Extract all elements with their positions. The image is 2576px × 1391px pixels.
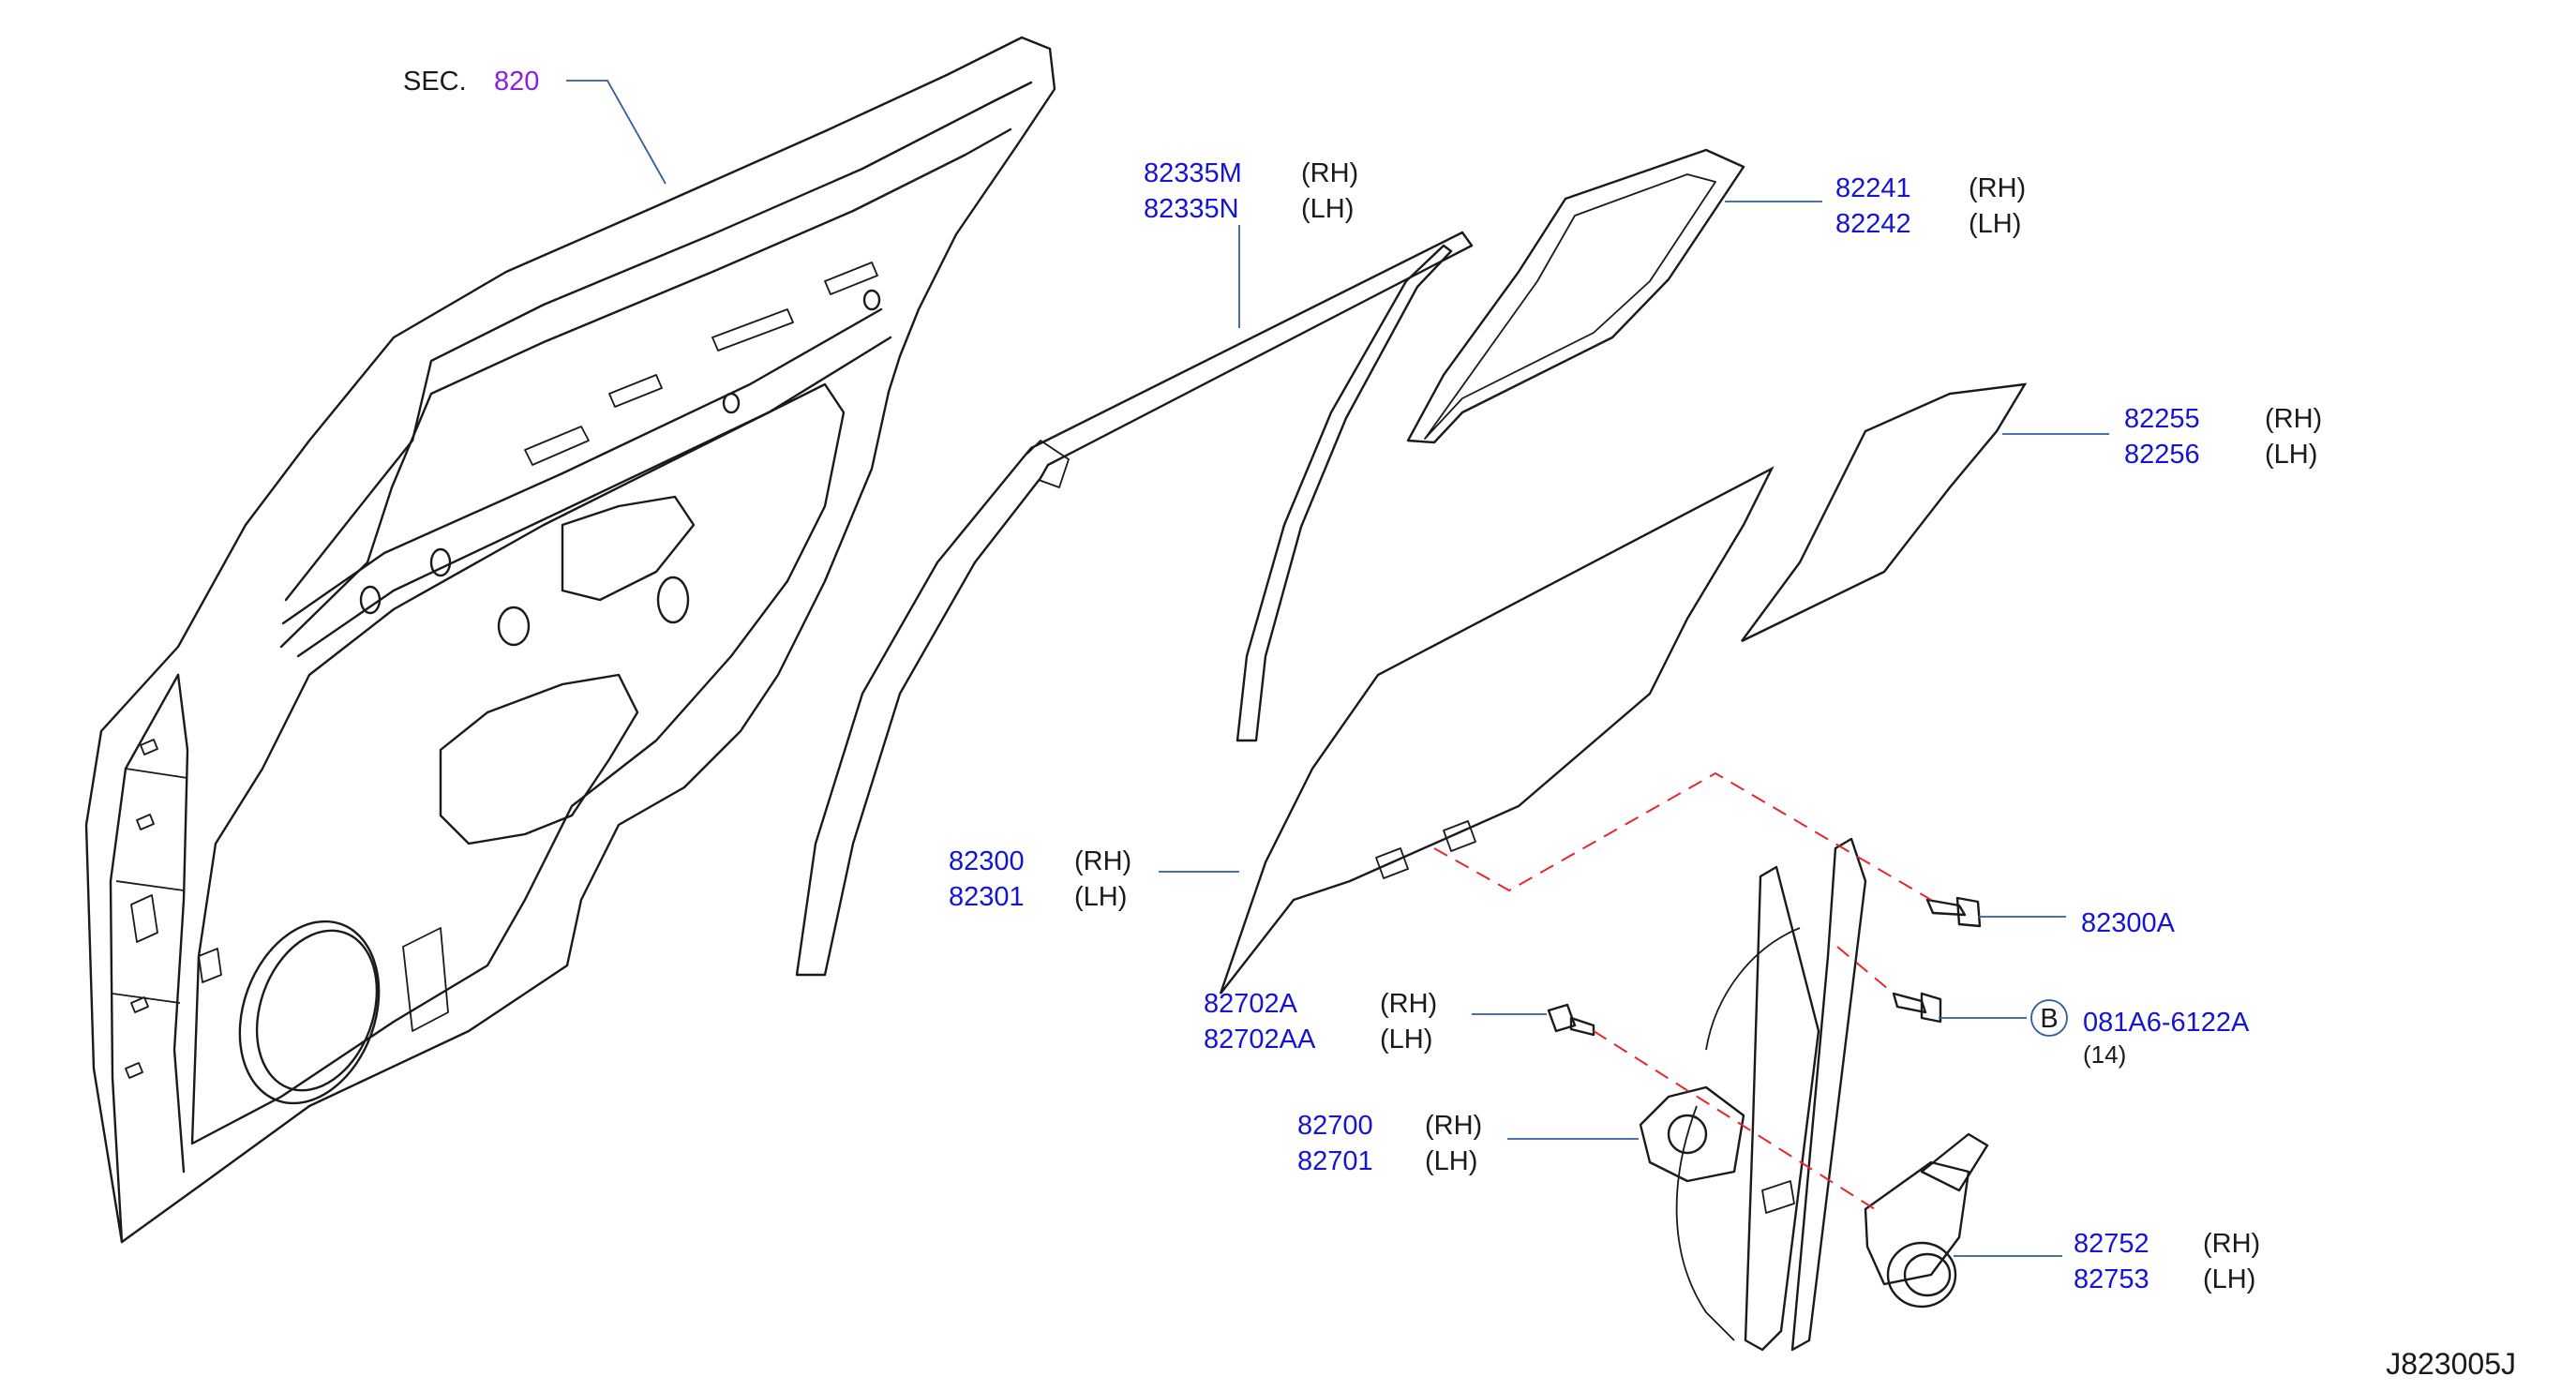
part-number-82752[interactable]: 82752 xyxy=(2074,1229,2149,1259)
assembly-links xyxy=(1433,771,1932,1210)
side-lh: (LH) xyxy=(1425,1146,1477,1176)
part-number-82241[interactable]: 82241 xyxy=(1835,173,1911,203)
side-rh: (RH) xyxy=(1301,158,1358,188)
part-number-82753[interactable]: 82753 xyxy=(2074,1264,2149,1294)
side-rh: (RH) xyxy=(2265,404,2322,434)
side-lh: (LH) xyxy=(1969,209,2021,239)
part-number-82700[interactable]: 82700 xyxy=(1297,1111,1373,1141)
side-lh: (LH) xyxy=(1380,1025,1432,1054)
leader-lines xyxy=(566,80,2109,1257)
part-number-82255[interactable]: 82255 xyxy=(2124,404,2200,434)
part-number-82335M[interactable]: 82335M xyxy=(1144,158,1242,188)
section-number[interactable]: 820 xyxy=(494,67,539,97)
side-rh: (RH) xyxy=(1969,173,2026,203)
side-lh: (LH) xyxy=(2265,440,2317,470)
part-number-82242[interactable]: 82242 xyxy=(1835,209,1911,239)
part-number-82300[interactable]: 82300 xyxy=(949,846,1025,876)
glass-bolt-icon xyxy=(1925,896,1982,928)
partition-sash xyxy=(1406,148,1745,444)
regulator-motor xyxy=(1864,1132,1989,1309)
fastener-b-icon xyxy=(1892,992,1942,1024)
side-lh: (LH) xyxy=(1301,194,1354,224)
partition-glass xyxy=(1741,382,2028,643)
part-number-82300A[interactable]: 82300A xyxy=(2081,908,2176,938)
sweep-and-run-channel xyxy=(795,231,1474,977)
part-number-82301[interactable]: 82301 xyxy=(949,882,1025,912)
drawing-id: J823005J xyxy=(2386,1347,2516,1381)
door-glass xyxy=(1219,466,1775,995)
part-number-82256[interactable]: 82256 xyxy=(2124,440,2200,470)
regulator-bolt-icon xyxy=(1547,1003,1595,1037)
window-regulator xyxy=(1639,837,1867,1352)
part-number-081A6-6122A[interactable]: 081A6-6122A xyxy=(2083,1008,2250,1038)
part-number-82702AA[interactable]: 82702AA xyxy=(1204,1025,1316,1054)
quantity-label: (14) xyxy=(2083,1040,2126,1069)
side-lh: (LH) xyxy=(2203,1264,2255,1294)
badge-b-label: B xyxy=(2040,1004,2058,1034)
side-lh: (LH) xyxy=(1074,882,1127,912)
labels: SEC. 820 82335M (RH) 82335N (LH) 82241 (… xyxy=(403,67,2516,1381)
side-rh: (RH) xyxy=(2203,1229,2260,1259)
part-number-82701[interactable]: 82701 xyxy=(1297,1146,1373,1176)
part-number-82702A[interactable]: 82702A xyxy=(1204,989,1298,1019)
section-label: SEC. xyxy=(403,67,467,97)
part-number-82335N[interactable]: 82335N xyxy=(1144,194,1239,224)
door-panel xyxy=(84,36,1056,1244)
badge-b-circle xyxy=(2030,999,2068,1037)
side-rh: (RH) xyxy=(1425,1111,1482,1141)
side-rh: (RH) xyxy=(1074,846,1131,876)
side-rh: (RH) xyxy=(1380,989,1437,1019)
